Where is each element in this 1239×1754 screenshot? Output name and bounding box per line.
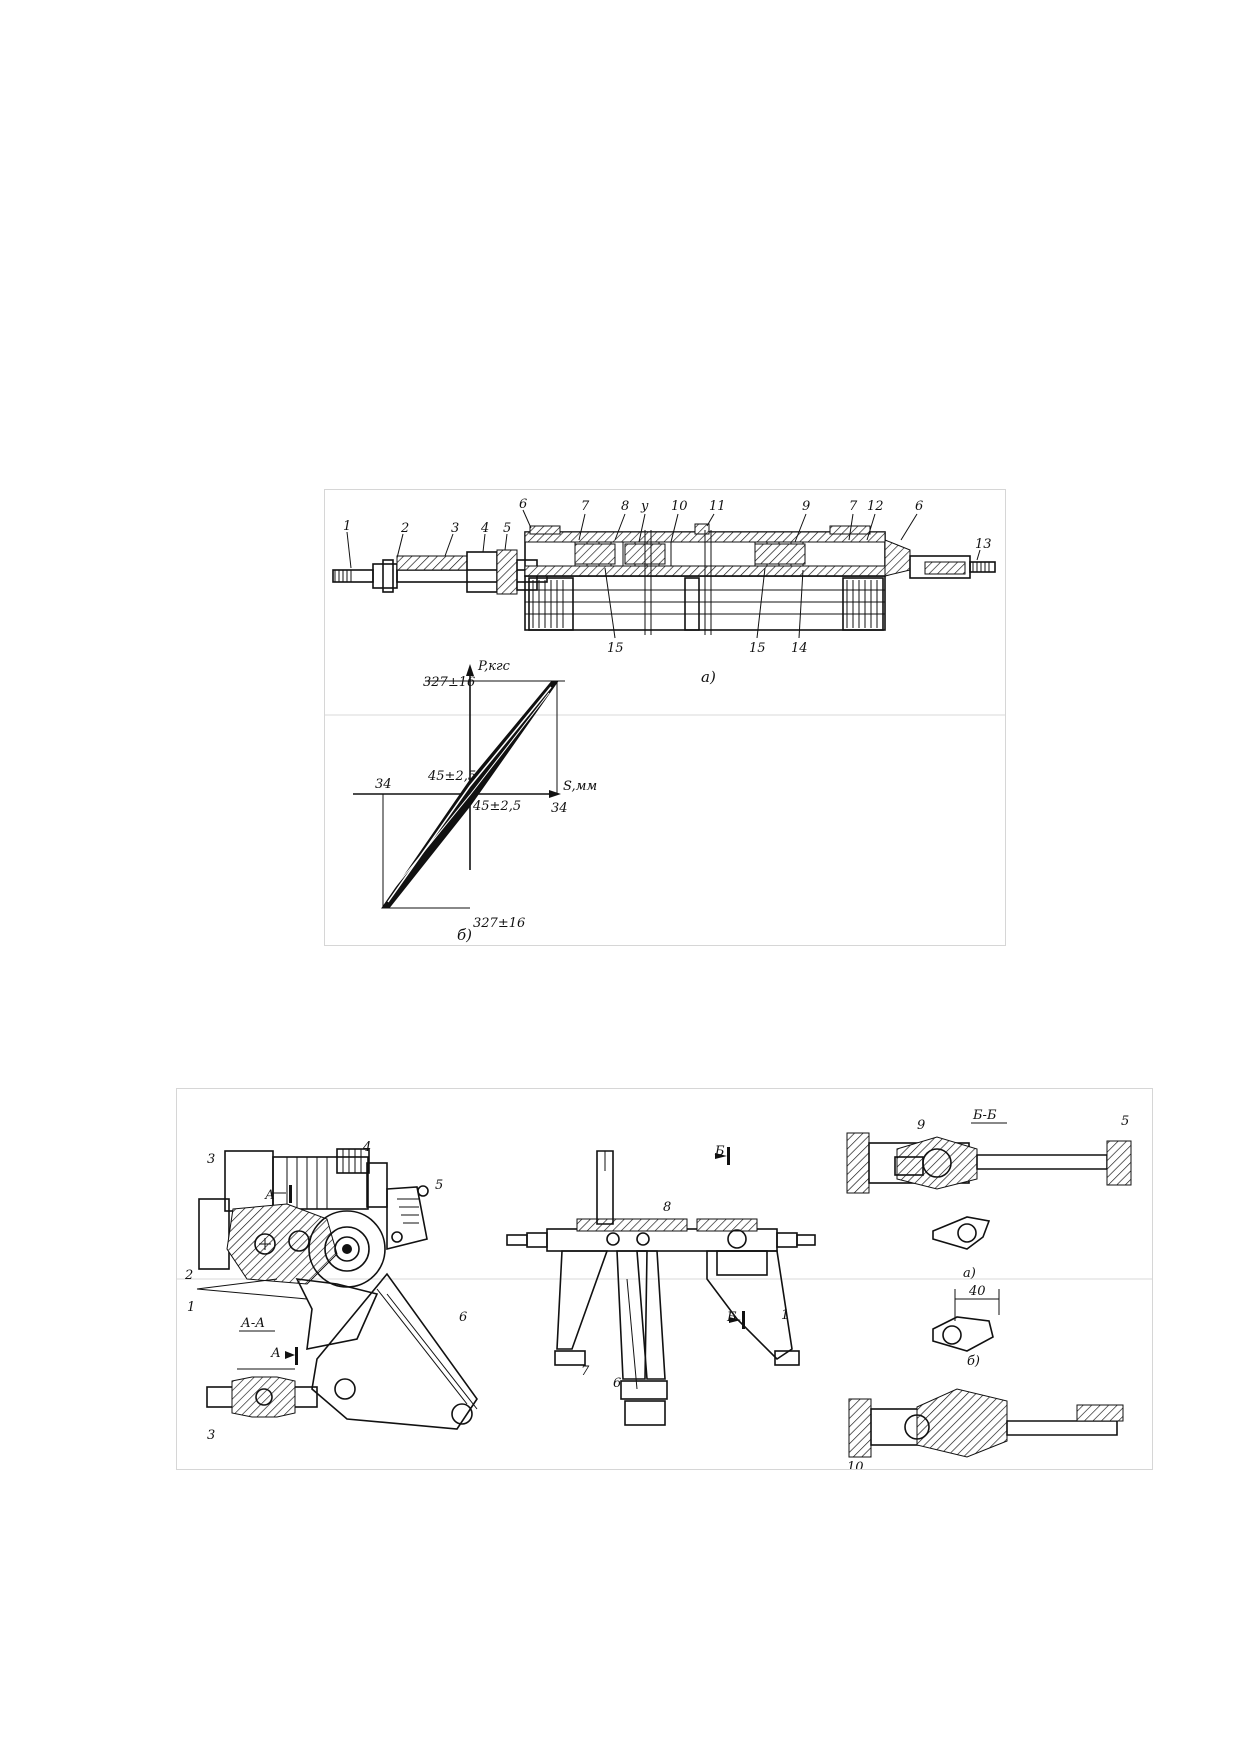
mark-a-bottom: А [270, 1346, 281, 1361]
graph-x-axis-label: S,мм [563, 779, 597, 794]
callout-7b: 7 [849, 499, 858, 514]
section-aa-title: А-А [240, 1316, 265, 1331]
callout-3: 3 [451, 521, 459, 536]
subfig-a-label: а) [701, 668, 716, 686]
graph-bottom-value: 327±16 [473, 916, 525, 931]
graph-lower-offset: 45±2,5 [472, 799, 521, 814]
mark-b-bottom: Б [726, 1310, 737, 1325]
graph-left-x-value: 34 [375, 777, 392, 792]
callout-7: 7 [581, 499, 590, 514]
callout-4: 4 [480, 521, 489, 536]
mark-b-top: Б [714, 1144, 725, 1159]
lever-housing-drawing [196, 1148, 478, 1430]
section-bb-drawing [846, 1132, 1132, 1458]
left-callout-4: 4 [362, 1140, 371, 1155]
left-callout-6: 6 [459, 1310, 467, 1325]
callout-5: 5 [503, 521, 511, 536]
callout-1: 1 [343, 519, 351, 534]
middle-callout-7: 7 [581, 1364, 590, 1379]
callout-11: 11 [709, 499, 726, 514]
section-bb-title: Б-Б [972, 1108, 997, 1123]
callout-10: 10 [671, 499, 688, 514]
mark-a-top: А [264, 1188, 275, 1203]
graph-top-value: 327±16 [423, 675, 475, 690]
figure-2-panel: 3 4 5 2 1 6 3 А-А А А 8 7 6 1 [176, 1088, 1153, 1470]
figure-1-drawing: 1 2 3 4 5 6 7 8 у 10 11 9 7 12 6 13 15 1… [325, 497, 1005, 944]
callout-8: 8 [621, 499, 629, 514]
right-subfig-a-label: а) [963, 1266, 976, 1281]
figure-1-panel: 1 2 3 4 5 6 7 8 у 10 11 9 7 12 6 13 15 1… [324, 489, 1006, 946]
callout-12: 12 [867, 499, 884, 514]
left-callout-2: 2 [184, 1268, 193, 1283]
figure-2-drawing: 3 4 5 2 1 6 3 А-А А А 8 7 6 1 [177, 1108, 1152, 1469]
middle-callout-1: 1 [781, 1308, 789, 1323]
callout-6b: 6 [915, 499, 923, 514]
damper-assembly-drawing [332, 509, 996, 639]
left-callout-3b: 3 [207, 1428, 215, 1443]
left-callout-3: 3 [207, 1152, 215, 1167]
callout-15a: 15 [607, 641, 624, 656]
middle-callout-8: 8 [663, 1200, 671, 1215]
graph-right-x-value: 34 [551, 801, 568, 816]
left-callout-1: 1 [187, 1300, 195, 1315]
force-displacement-graph [353, 664, 565, 909]
callout-14: 14 [791, 641, 808, 656]
right-callout-10: 10 [847, 1460, 864, 1469]
callout-6: 6 [519, 497, 527, 512]
graph-upper-offset: 45±2,5 [427, 769, 476, 784]
subfig-b-label: б) [457, 926, 472, 944]
callout-9b: 9 [802, 499, 810, 514]
callout-15b: 15 [749, 641, 766, 656]
callout-13: 13 [975, 537, 992, 552]
callout-2: 2 [400, 521, 409, 536]
graph-y-axis-label: P,кгс [477, 659, 511, 674]
middle-callout-6: 6 [613, 1376, 621, 1391]
right-callout-5: 5 [1121, 1114, 1129, 1129]
right-subfig-b-label: б) [967, 1354, 980, 1369]
callout-9a: у [640, 499, 649, 514]
left-callout-5: 5 [435, 1178, 443, 1193]
dimension-40: 40 [968, 1284, 986, 1299]
right-callout-9: 9 [917, 1118, 925, 1133]
linkage-drawing [506, 1147, 816, 1426]
